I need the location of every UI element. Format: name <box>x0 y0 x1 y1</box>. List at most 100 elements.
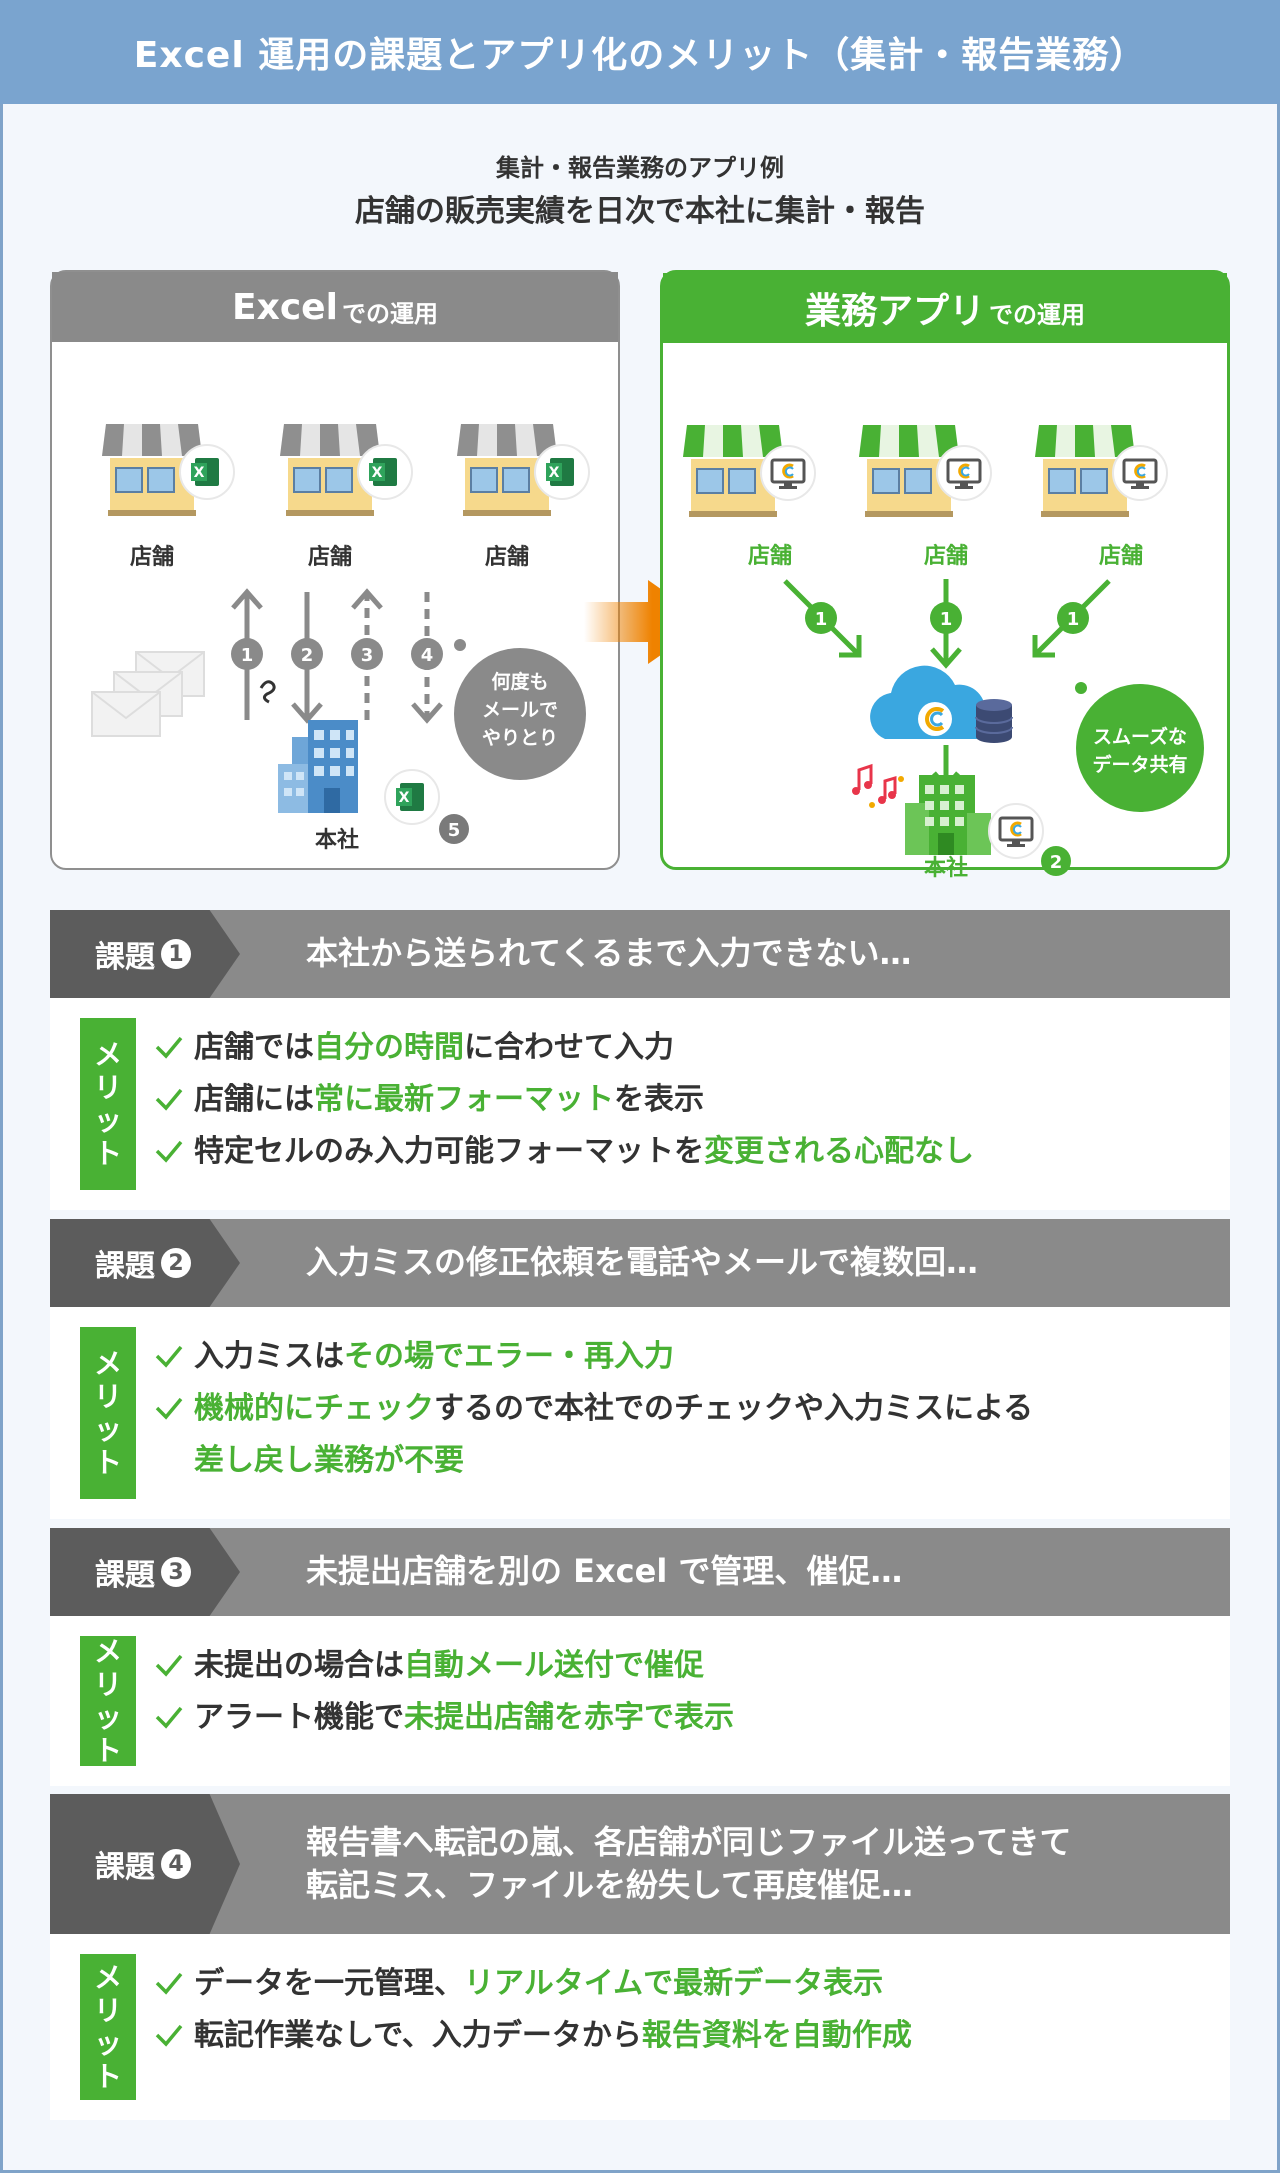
step-badge: 5 <box>439 814 469 844</box>
app-panel-title-suffix: での運用 <box>989 300 1085 329</box>
step-badge: 4 <box>411 638 443 670</box>
svg-text:何度も: 何度も <box>491 670 548 693</box>
svg-text:5: 5 <box>448 820 461 841</box>
svg-text:スムーズな: スムーズな <box>1093 725 1187 748</box>
merit-item: 機械的にチェックするので本社でのチェックや入力ミスによる差し戻し業務が不要 <box>150 1383 1210 1487</box>
app-flow-diagram: 店舗 店舗 店舗 1 1 1 <box>682 424 1204 881</box>
check-icon <box>155 1088 183 1111</box>
check-icon <box>155 1706 183 1729</box>
building-icon <box>905 775 991 855</box>
store-label: 店舗 <box>130 544 174 570</box>
check-icon <box>155 1397 183 1420</box>
check-icon <box>155 1654 183 1677</box>
merit-box: メリット 入力ミスはその場でエラー・再入力 機械的にチェックするので本社でのチェ… <box>50 1307 1230 1519</box>
cloud-icon <box>870 665 987 739</box>
svg-text:1: 1 <box>241 645 254 666</box>
intro-heading: 店舗の販売実績を日次で本社に集計・報告 <box>355 194 925 229</box>
issue-text: 入力ミスの修正依頼を電話やメールで複数回… <box>306 1243 979 1282</box>
flow-arrow-4-head <box>411 702 443 724</box>
page-title: Excel 運用の課題とアプリ化のメリット（集計・報告業務） <box>0 0 1280 104</box>
merit-item: 店舗では自分の時間に合わせて入力 <box>150 1022 1210 1074</box>
check-icon <box>155 1140 183 1163</box>
merit-badge: メリット <box>80 1018 136 1190</box>
svg-text:メールで: メールで <box>482 699 558 721</box>
flow-arrow-3-head <box>351 588 383 610</box>
store-label: 店舗 <box>485 544 529 570</box>
app-panel-title: 業務アプリ <box>804 291 985 332</box>
merit-item: データを一元管理、リアルタイムで最新データ表示 <box>150 1958 1210 2010</box>
excel-panel-title: Excel <box>232 286 338 328</box>
svg-text:1: 1 <box>940 609 953 630</box>
excel-icon <box>534 444 590 500</box>
check-icon <box>155 2024 183 2047</box>
step-badge: 1 <box>805 602 837 634</box>
hq-label: 本社 <box>315 827 359 853</box>
intro-caption: 集計・報告業務のアプリ例 <box>496 154 784 182</box>
step-badge: 1 <box>930 602 962 634</box>
store-label: 店舗 <box>924 543 968 569</box>
monitor-app-icon <box>935 444 993 502</box>
excel-panel-header: Excel での運用 <box>52 272 618 342</box>
excel-flow-diagram: X 店舗 店舗 店舗 <box>91 423 590 853</box>
svg-text:1: 1 <box>815 609 828 630</box>
merit-box: メリット 未提出の場合は自動メール送付で催促 アラート機能で未提出店舗を赤字で表… <box>50 1616 1230 1786</box>
excel-panel-title-suffix: での運用 <box>341 299 438 328</box>
merit-item: アラート機能で未提出店舗を赤字で表示 <box>150 1692 1210 1744</box>
step-badge: 2 <box>291 638 323 670</box>
merit-box: メリット 店舗では自分の時間に合わせて入力 店舗には常に最新フォーマットを表示 … <box>50 998 1230 1210</box>
check-icon <box>155 1036 183 1059</box>
excel-operation-panel: Excel での運用 X <box>50 270 620 870</box>
excel-icon <box>384 769 440 825</box>
step-badge: 3 <box>351 638 383 670</box>
merit-badge: メリット <box>80 1327 136 1499</box>
svg-text:データ共有: データ共有 <box>1092 753 1187 776</box>
svg-text:2: 2 <box>301 645 314 666</box>
hq-label: 本社 <box>924 855 968 881</box>
music-note-icon <box>852 763 904 808</box>
monitor-app-icon <box>1111 444 1169 502</box>
monitor-app-icon <box>759 444 817 502</box>
step-badge: 1 <box>231 638 263 670</box>
excel-icon <box>357 444 413 500</box>
merit-badge: メリット <box>80 1954 136 2100</box>
svg-text:3: 3 <box>361 645 374 666</box>
svg-text:やりとり: やりとり <box>482 727 558 749</box>
store-label: 店舗 <box>748 543 792 569</box>
issue-text: 転記ミス、ファイルを紛失して再度催促… <box>306 1866 914 1904</box>
svg-text:4: 4 <box>421 645 434 666</box>
merit-item: 店舗には常に最新フォーマットを表示 <box>150 1074 1210 1126</box>
app-panel-header: 業務アプリ での運用 <box>663 273 1227 343</box>
check-icon <box>155 1345 183 1368</box>
check-icon <box>155 1972 183 1995</box>
issue-text: 未提出店舗を別の Excel で管理、催促… <box>306 1552 903 1591</box>
issue-text: 本社から送られてくるまで入力できない… <box>306 934 912 973</box>
database-icon <box>975 699 1013 743</box>
store-label: 店舗 <box>1099 543 1143 569</box>
mail-icon <box>91 651 205 737</box>
merit-badge: メリット <box>80 1635 136 1767</box>
step-badge: 1 <box>1057 602 1089 634</box>
monitor-app-icon <box>987 802 1045 860</box>
svg-text:1: 1 <box>1067 609 1080 630</box>
merit-item: 入力ミスはその場でエラー・再入力 <box>150 1331 1210 1383</box>
merit-item: 転記作業なしで、入力データから報告資料を自動作成 <box>150 2010 1210 2062</box>
step-badge: 2 <box>1041 846 1071 876</box>
merit-item: 特定セルのみ入力可能フォーマットを変更される心配なし <box>150 1126 1210 1178</box>
issue-text: 報告書へ転記の嵐、各店舗が同じファイル送ってきて <box>306 1822 1072 1861</box>
speech-bubble: 何度も メールで やりとり <box>454 639 586 780</box>
building-icon <box>259 680 358 813</box>
speech-bubble: スムーズな データ共有 <box>1075 682 1204 812</box>
store-label: 店舗 <box>308 544 352 570</box>
merit-item: 未提出の場合は自動メール送付で催促 <box>150 1640 1210 1692</box>
excel-icon <box>179 444 235 500</box>
merit-box: メリット データを一元管理、リアルタイムで最新データ表示 転記作業なしで、入力デ… <box>50 1934 1230 2120</box>
app-operation-panel: 業務アプリ での運用 <box>660 270 1230 881</box>
